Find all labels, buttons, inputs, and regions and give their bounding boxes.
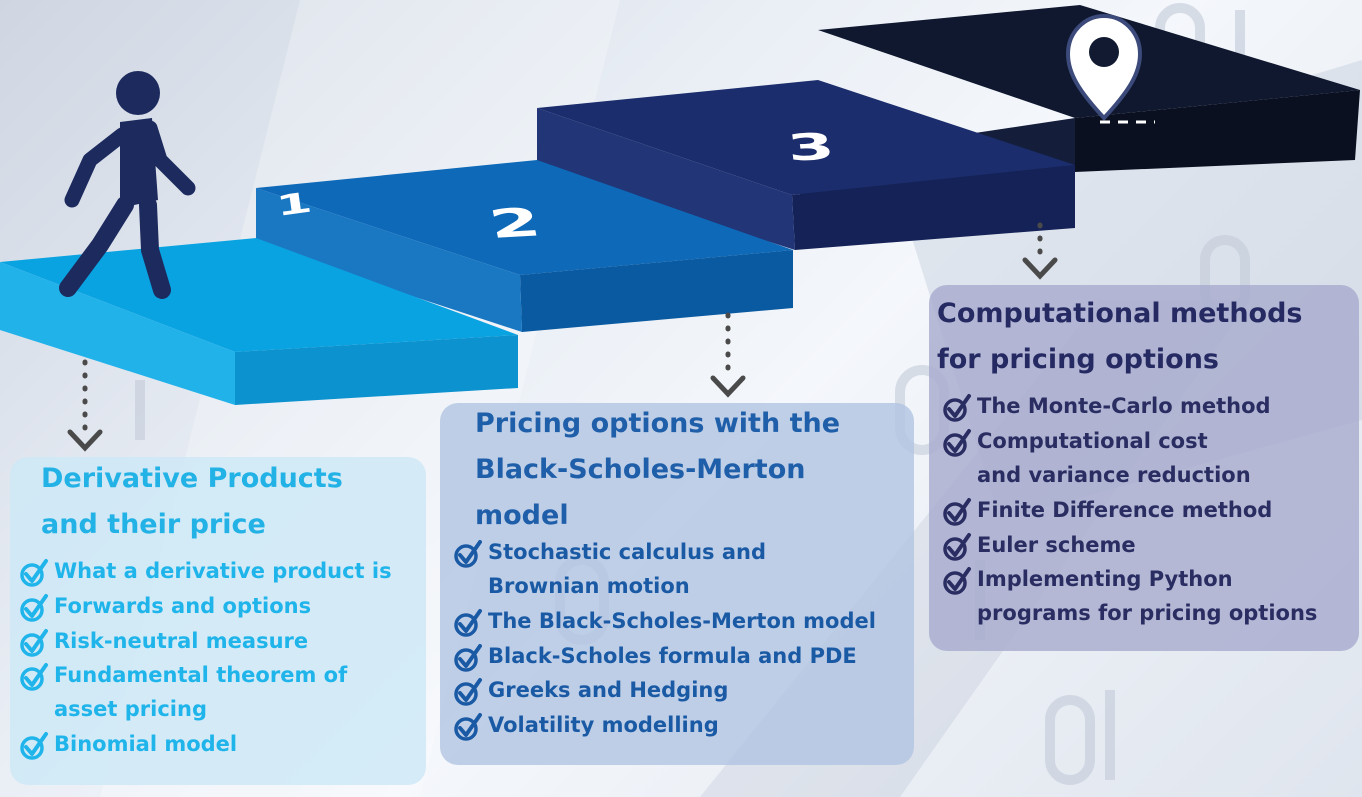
panel-title-line: Derivative Products xyxy=(41,463,343,494)
list-item: Volatility modelling xyxy=(452,708,719,742)
panel-derivative-products: Derivative Products and their price What… xyxy=(10,457,426,785)
checkmark-circle-icon xyxy=(20,629,48,657)
panel-title-line: and their price xyxy=(41,509,266,540)
checkmark-circle-icon xyxy=(454,713,482,741)
list-item-text: Greeks and Hedging xyxy=(488,678,729,702)
panel-title-line: model xyxy=(475,500,569,531)
checkmark-circle-icon xyxy=(943,567,971,595)
list-item-text: Implementing Python xyxy=(977,567,1233,591)
list-item-text: Stochastic calculus and xyxy=(488,540,766,564)
list-item-text: asset pricing xyxy=(54,697,207,721)
checkmark-circle-icon xyxy=(943,498,971,526)
list-item-text: The Black-Scholes-Merton model xyxy=(488,609,876,633)
panel-title: Computational methods for pricing option… xyxy=(937,291,1303,383)
list-item: The Black-Scholes-Merton model xyxy=(452,604,876,638)
checkmark-circle-icon xyxy=(454,644,482,672)
list-item: What a derivative product is xyxy=(18,554,392,588)
checkmark-circle-icon xyxy=(454,609,482,637)
step-number-1: 1 xyxy=(274,185,314,223)
map-pin-icon xyxy=(1065,13,1155,124)
list-item: Risk-neutral measure xyxy=(18,624,308,658)
panel-computational-methods: Computational methods for pricing option… xyxy=(929,285,1359,651)
dotted-down-arrow-icon xyxy=(710,312,746,398)
checkmark-circle-icon xyxy=(943,429,971,457)
checkmark-circle-icon xyxy=(20,663,48,691)
list-item-text: and variance reduction xyxy=(977,463,1251,487)
step-number-2: 2 xyxy=(485,199,544,247)
list-item-text: Fundamental theorem of xyxy=(54,663,348,687)
list-item-text: The Monte-Carlo method xyxy=(977,394,1271,418)
list-item: Finite Difference method xyxy=(941,493,1272,527)
dotted-down-arrow-icon xyxy=(67,359,103,452)
panel-black-scholes-merton: Pricing options with the Black-Scholes-M… xyxy=(440,403,914,765)
list-item: Implementing Python programs for pricing… xyxy=(941,562,1317,630)
panel-title-line: Computational methods xyxy=(937,298,1303,329)
list-item: Stochastic calculus and Brownian motion xyxy=(452,535,766,603)
list-item-text: Black-Scholes formula and PDE xyxy=(488,644,857,668)
panel-title-line: for pricing options xyxy=(937,344,1219,375)
panel-title-line: Pricing options with the xyxy=(475,408,841,439)
list-item-text: Binomial model xyxy=(54,732,238,756)
list-item-text: Volatility modelling xyxy=(488,713,719,737)
panel-title: Pricing options with the Black-Scholes-M… xyxy=(475,401,840,539)
list-item-text: Brownian motion xyxy=(488,574,690,598)
list-item-text: Finite Difference method xyxy=(977,498,1273,522)
list-item: Greeks and Hedging xyxy=(452,673,728,707)
list-item-text: Computational cost xyxy=(977,429,1208,453)
list-item: Forwards and options xyxy=(18,589,311,623)
walking-person-icon xyxy=(59,71,196,299)
list-item-text: Forwards and options xyxy=(54,594,312,618)
list-item: Euler scheme xyxy=(941,528,1136,562)
checkmark-circle-icon xyxy=(20,732,48,760)
list-item-text: Euler scheme xyxy=(977,533,1136,557)
panel-title: Derivative Products and their price xyxy=(41,456,343,548)
checkmark-circle-icon xyxy=(454,678,482,706)
step-number-3: 3 xyxy=(785,125,837,169)
dotted-down-arrow-icon xyxy=(1022,222,1058,280)
panel-title-line: Black-Scholes-Merton xyxy=(475,454,806,485)
list-item: Computational cost and variance reductio… xyxy=(941,424,1251,492)
list-item-text: programs for pricing options xyxy=(977,601,1318,625)
step-3 xyxy=(537,80,1075,250)
step-1 xyxy=(0,238,518,405)
list-item-text: Risk-neutral measure xyxy=(54,629,309,653)
list-item-text: What a derivative product is xyxy=(54,559,392,583)
checkmark-circle-icon xyxy=(454,540,482,568)
list-item: Fundamental theorem of asset pricing xyxy=(18,658,347,726)
list-item: Black-Scholes formula and PDE xyxy=(452,639,857,673)
checkmark-circle-icon xyxy=(20,594,48,622)
checkmark-circle-icon xyxy=(943,394,971,422)
checkmark-circle-icon xyxy=(943,533,971,561)
list-item: Binomial model xyxy=(18,727,237,761)
list-item: The Monte-Carlo method xyxy=(941,389,1271,423)
checkmark-circle-icon xyxy=(20,559,48,587)
step-2 xyxy=(256,160,793,332)
